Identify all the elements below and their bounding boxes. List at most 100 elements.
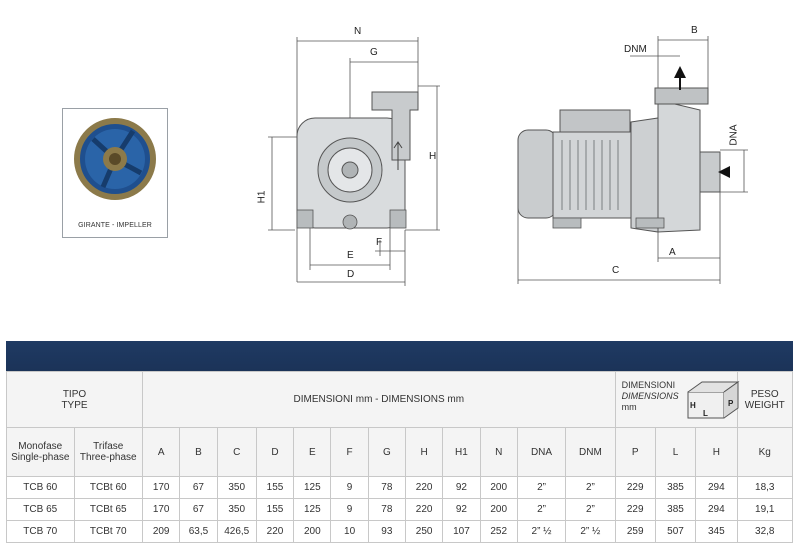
- trifase-en: Three-phase: [79, 452, 137, 463]
- dimensions-header: DIMENSIONI mm - DIMENSIONS mm: [142, 371, 616, 428]
- table-cell: 92: [442, 498, 481, 521]
- box-h-letter: H: [690, 401, 696, 410]
- col-header: B: [179, 427, 218, 477]
- table-cell: 18,3: [736, 476, 793, 499]
- col-header: H1: [442, 427, 481, 477]
- dim-H1-label: H1: [256, 190, 268, 204]
- table-cell: 2”: [516, 498, 567, 521]
- table-cell: TCBt 65: [73, 498, 144, 521]
- col-header: A: [142, 427, 181, 477]
- table-cell: 507: [654, 520, 697, 543]
- table-cell: 78: [367, 498, 407, 521]
- table-cell: 2”: [516, 476, 567, 499]
- table-cell: 294: [695, 476, 738, 499]
- table-cell: 200: [293, 520, 332, 543]
- peso-header: PESO WEIGHT: [736, 371, 793, 428]
- table-cell: 220: [404, 476, 444, 499]
- table-cell: 229: [614, 476, 656, 499]
- table-cell: 19,1: [736, 498, 793, 521]
- trifase-it: Trifase: [93, 441, 124, 452]
- table-cell: 200: [479, 476, 518, 499]
- table-cell: 9: [330, 498, 369, 521]
- table-cell: TCBt 70: [73, 520, 144, 543]
- table-cell: 220: [255, 520, 295, 543]
- table-cell: 2”: [565, 498, 616, 521]
- table-cell: 78: [367, 476, 407, 499]
- box-l-letter: L: [703, 409, 708, 418]
- box-p-letter: P: [728, 399, 734, 408]
- pump-front-view: [268, 36, 748, 286]
- dim-F-label: F: [376, 237, 383, 248]
- peso-it: PESO: [750, 388, 779, 400]
- col-header: H: [695, 427, 738, 477]
- dim-A-label: A: [669, 247, 676, 258]
- table-cell: 9: [330, 476, 369, 499]
- table-cell: 10: [330, 520, 369, 543]
- tipo-en: TYPE: [61, 399, 88, 411]
- table-cell: TCB 70: [6, 520, 75, 543]
- dim-E-label: E: [347, 250, 354, 261]
- dim-D-label: D: [347, 269, 355, 280]
- impeller-icon: [74, 118, 156, 200]
- pvl-line1: DIMENSIONI: [621, 380, 676, 390]
- table-cell: 250: [404, 520, 444, 543]
- dim-G-label: G: [370, 47, 378, 58]
- table-cell: 93: [367, 520, 407, 543]
- col-header: N: [479, 427, 518, 477]
- table-cell: 345: [695, 520, 738, 543]
- table-cell: 107: [442, 520, 481, 543]
- table-cell: 63,5: [179, 520, 218, 543]
- table-cell: 200: [479, 498, 518, 521]
- table-header-band: [6, 341, 793, 371]
- table-cell: 385: [654, 498, 697, 521]
- table-cell: 220: [404, 498, 444, 521]
- peso-en: WEIGHT: [744, 399, 785, 411]
- table-cell: 385: [654, 476, 697, 499]
- pvl-line3: mm: [621, 402, 637, 412]
- table-cell: 209: [142, 520, 181, 543]
- dim-DNM-label: DNM: [624, 44, 647, 55]
- table-cell: 294: [695, 498, 738, 521]
- monofase-header: Monofase Single-phase: [6, 427, 75, 477]
- table-cell: TCB 60: [6, 476, 75, 499]
- table-cell: 67: [179, 498, 218, 521]
- table-cell: 2” ½: [516, 520, 567, 543]
- col-header: DNA: [516, 427, 567, 477]
- table-cell: 155: [255, 498, 295, 521]
- dim-B-label: B: [691, 25, 698, 36]
- table-cell: 125: [293, 476, 332, 499]
- technical-drawings: GIRANTE - IMPELLER: [62, 25, 748, 286]
- table-cell: 155: [255, 476, 295, 499]
- table-header-row: TIPO TYPE DIMENSIONI mm - DIMENSIONS mm …: [5, 371, 793, 428]
- col-header: H: [404, 427, 444, 477]
- trifase-header: Trifase Three-phase: [73, 427, 144, 477]
- monofase-en: Single-phase: [11, 452, 70, 463]
- dim-H-label: H: [429, 151, 437, 162]
- table-cell: 350: [216, 476, 257, 499]
- table-cell: 259: [614, 520, 656, 543]
- col-header: L: [654, 427, 697, 477]
- table-cell: 92: [442, 476, 481, 499]
- table-cell: 170: [142, 498, 181, 521]
- dim-N-label: N: [354, 26, 362, 37]
- table-cell: 350: [216, 498, 257, 521]
- table-cell: TCBt 60: [73, 476, 144, 499]
- table-cell: 229: [614, 498, 656, 521]
- table-cell: 125: [293, 498, 332, 521]
- col-header: Kg: [736, 427, 793, 477]
- table-cell: 170: [142, 476, 181, 499]
- table-cell: TCB 65: [6, 498, 75, 521]
- table-subheader-row: Monofase Single-phase Trifase Three-phas…: [6, 427, 793, 477]
- table-cell: 67: [179, 476, 218, 499]
- impeller-photo-box: GIRANTE - IMPELLER: [62, 108, 168, 238]
- col-header: P: [614, 427, 656, 477]
- col-header: E: [293, 427, 332, 477]
- table-cell: 32,8: [736, 520, 793, 543]
- col-header: C: [216, 427, 257, 477]
- table-cell: 426,5: [216, 520, 257, 543]
- col-header: DNM: [565, 427, 616, 477]
- tipo-header: TIPO TYPE: [5, 371, 144, 428]
